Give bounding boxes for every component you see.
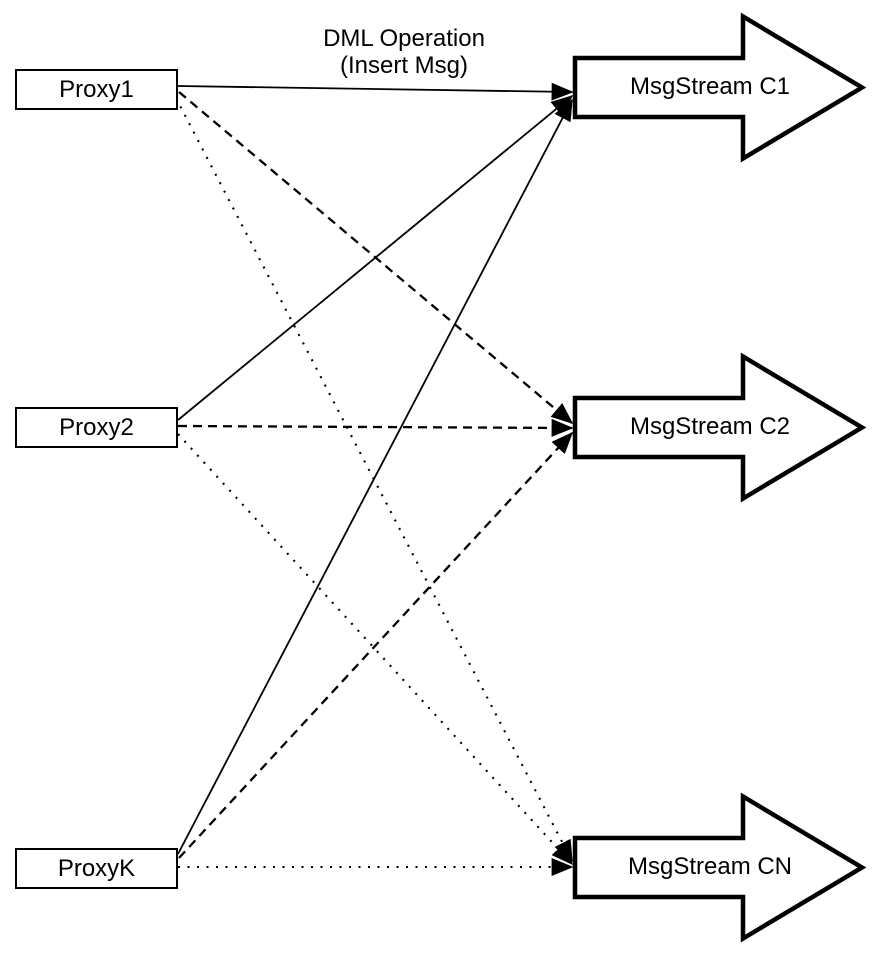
edge-proxy1-to-c1	[177, 82, 574, 101]
msgstream-cn-label: MsgStream CN	[627, 853, 793, 880]
edge-proxy1-to-c2	[178, 91, 574, 425]
proxy-box-k: ProxyK	[15, 848, 178, 889]
dml-annotation-line2: (Insert Msg)	[339, 52, 468, 79]
msgstream-c1-label: MsgStream C1	[629, 73, 791, 100]
proxy2-label: Proxy2	[59, 413, 134, 441]
dml-annotation-line1: DML Operation	[323, 25, 485, 52]
msgstream-arrow-c2	[572, 352, 867, 503]
msgstream-c2-label: MsgStream C2	[629, 413, 791, 440]
edge-proxyk-to-c2	[178, 431, 574, 859]
proxy1-label: Proxy1	[59, 75, 134, 103]
edge-proxy2-to-cn	[177, 433, 574, 866]
edge-proxy1-to-cn	[175, 97, 573, 863]
edge-proxy2-to-c2	[177, 418, 574, 437]
msgstream-arrow-c1	[572, 12, 867, 163]
msgstream-arrow-cn	[572, 792, 867, 943]
dml-annotation: DML Operation (Insert Msg)	[254, 25, 554, 79]
proxy-box-1: Proxy1	[15, 69, 178, 110]
proxy-box-2: Proxy2	[15, 407, 178, 448]
edge-proxyk-to-c1	[177, 98, 573, 855]
proxyk-label: ProxyK	[57, 854, 136, 882]
